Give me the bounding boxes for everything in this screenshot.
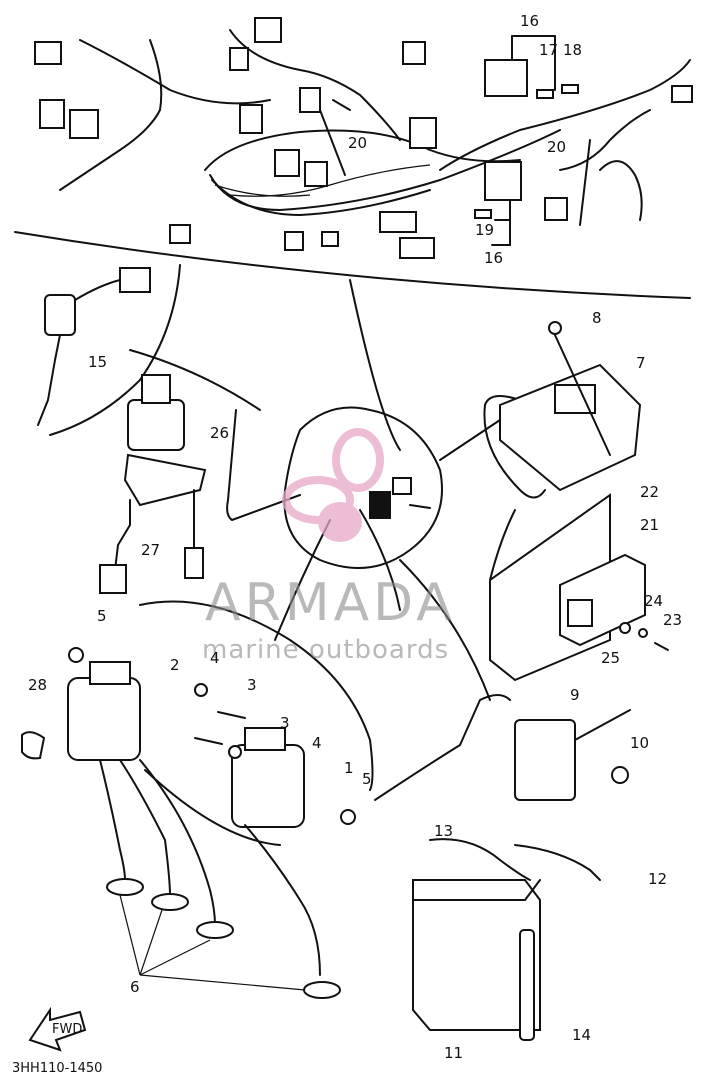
part-number-label: 5	[97, 607, 107, 625]
part-number-label: 28	[28, 676, 47, 694]
part-number-label: 14	[572, 1026, 591, 1044]
neutral-switch	[37, 267, 151, 426]
part-number-label: 26	[210, 424, 229, 442]
part-number-label: 15	[88, 353, 107, 371]
watermark-title: ARMADA	[205, 573, 456, 633]
part-number-label: 6	[130, 978, 140, 996]
part-number-label: 20	[348, 134, 367, 152]
ignition-coils	[21, 647, 356, 999]
part-number-label: 3	[247, 676, 257, 694]
part-number-label: 23	[663, 611, 682, 629]
part-number-label: 13	[434, 822, 453, 840]
part-number-label: 7	[636, 354, 646, 372]
part-number-label: 19	[475, 221, 494, 239]
catalog-code: 3HH110-1450	[12, 1061, 102, 1076]
part-number-label: 16	[520, 12, 539, 30]
part-number-label: 4	[312, 734, 322, 752]
wire-harness	[14, 17, 693, 299]
fwd-label: FWD	[52, 1022, 82, 1037]
part-number-label: 9	[570, 686, 580, 704]
armada-logo-icon	[282, 428, 384, 542]
part-number-label: 1	[344, 759, 354, 777]
bracket-and-regulator	[489, 493, 669, 682]
watermark: ARMADA marine outboards	[202, 428, 456, 665]
part-number-label: 3	[280, 714, 290, 732]
part-number-label: 18	[563, 41, 582, 59]
part-number-label: 4	[210, 649, 220, 667]
part-number-label: 25	[601, 649, 620, 667]
main-switch	[99, 374, 207, 594]
part-number-label: 20	[547, 138, 566, 156]
cdi-unit	[499, 321, 642, 492]
part-number-label: 2	[170, 656, 180, 674]
part-number-label: 16	[484, 249, 503, 267]
center-bracket	[283, 406, 501, 569]
battery	[412, 838, 601, 1041]
starter-relay	[514, 709, 631, 801]
part-number-label: 5	[362, 770, 372, 788]
part-number-label: 11	[444, 1044, 463, 1062]
part-number-label: 22	[640, 483, 659, 501]
part-number-label: 10	[630, 734, 649, 752]
watermark-subtitle: marine outboards	[202, 635, 449, 665]
part-number-label: 24	[644, 592, 663, 610]
part-number-label: 8	[592, 309, 602, 327]
part-number-label: 21	[640, 516, 659, 534]
part-number-label: 12	[648, 870, 667, 888]
part-number-label: 17	[539, 41, 558, 59]
fwd-arrow: FWD	[28, 1006, 87, 1052]
part-number-label: 27	[141, 541, 160, 559]
